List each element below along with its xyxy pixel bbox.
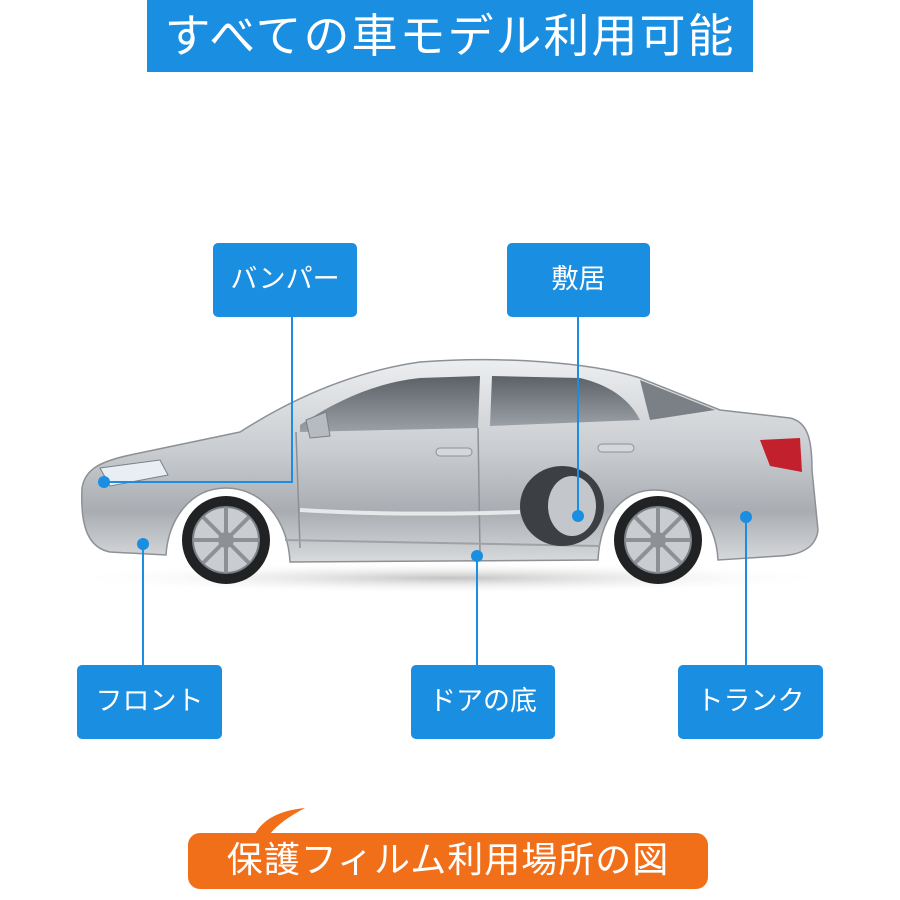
label-bumper: バンパー (213, 243, 357, 317)
front-wheel (182, 496, 270, 584)
ground-shadow (60, 562, 840, 594)
banner-title: すべての車モデル利用可能 (147, 0, 753, 72)
trunk-callout-dot (740, 511, 752, 523)
side-mirror (305, 411, 331, 439)
rear-wheel (614, 496, 702, 584)
rear-quarter-glass (640, 380, 715, 420)
swoosh-icon (255, 808, 305, 834)
rear-window (490, 376, 640, 426)
footer-caption: 保護フィルム利用場所の図 (188, 833, 708, 889)
door-callout-dot (471, 550, 483, 562)
bumper-callout-dot (98, 476, 110, 488)
front-window (300, 376, 480, 432)
front-callout-dot (137, 538, 149, 550)
label-door-bottom: ドアの底 (411, 665, 555, 739)
sill-callout-dot (572, 510, 584, 522)
bumper-callout-line (104, 317, 293, 483)
label-front: フロント (77, 665, 222, 739)
label-sill: 敷居 (507, 243, 650, 317)
taillight (760, 438, 802, 472)
rear-door-handle (597, 443, 635, 453)
label-trunk: トランク (678, 665, 823, 739)
front-door-handle (435, 447, 473, 457)
